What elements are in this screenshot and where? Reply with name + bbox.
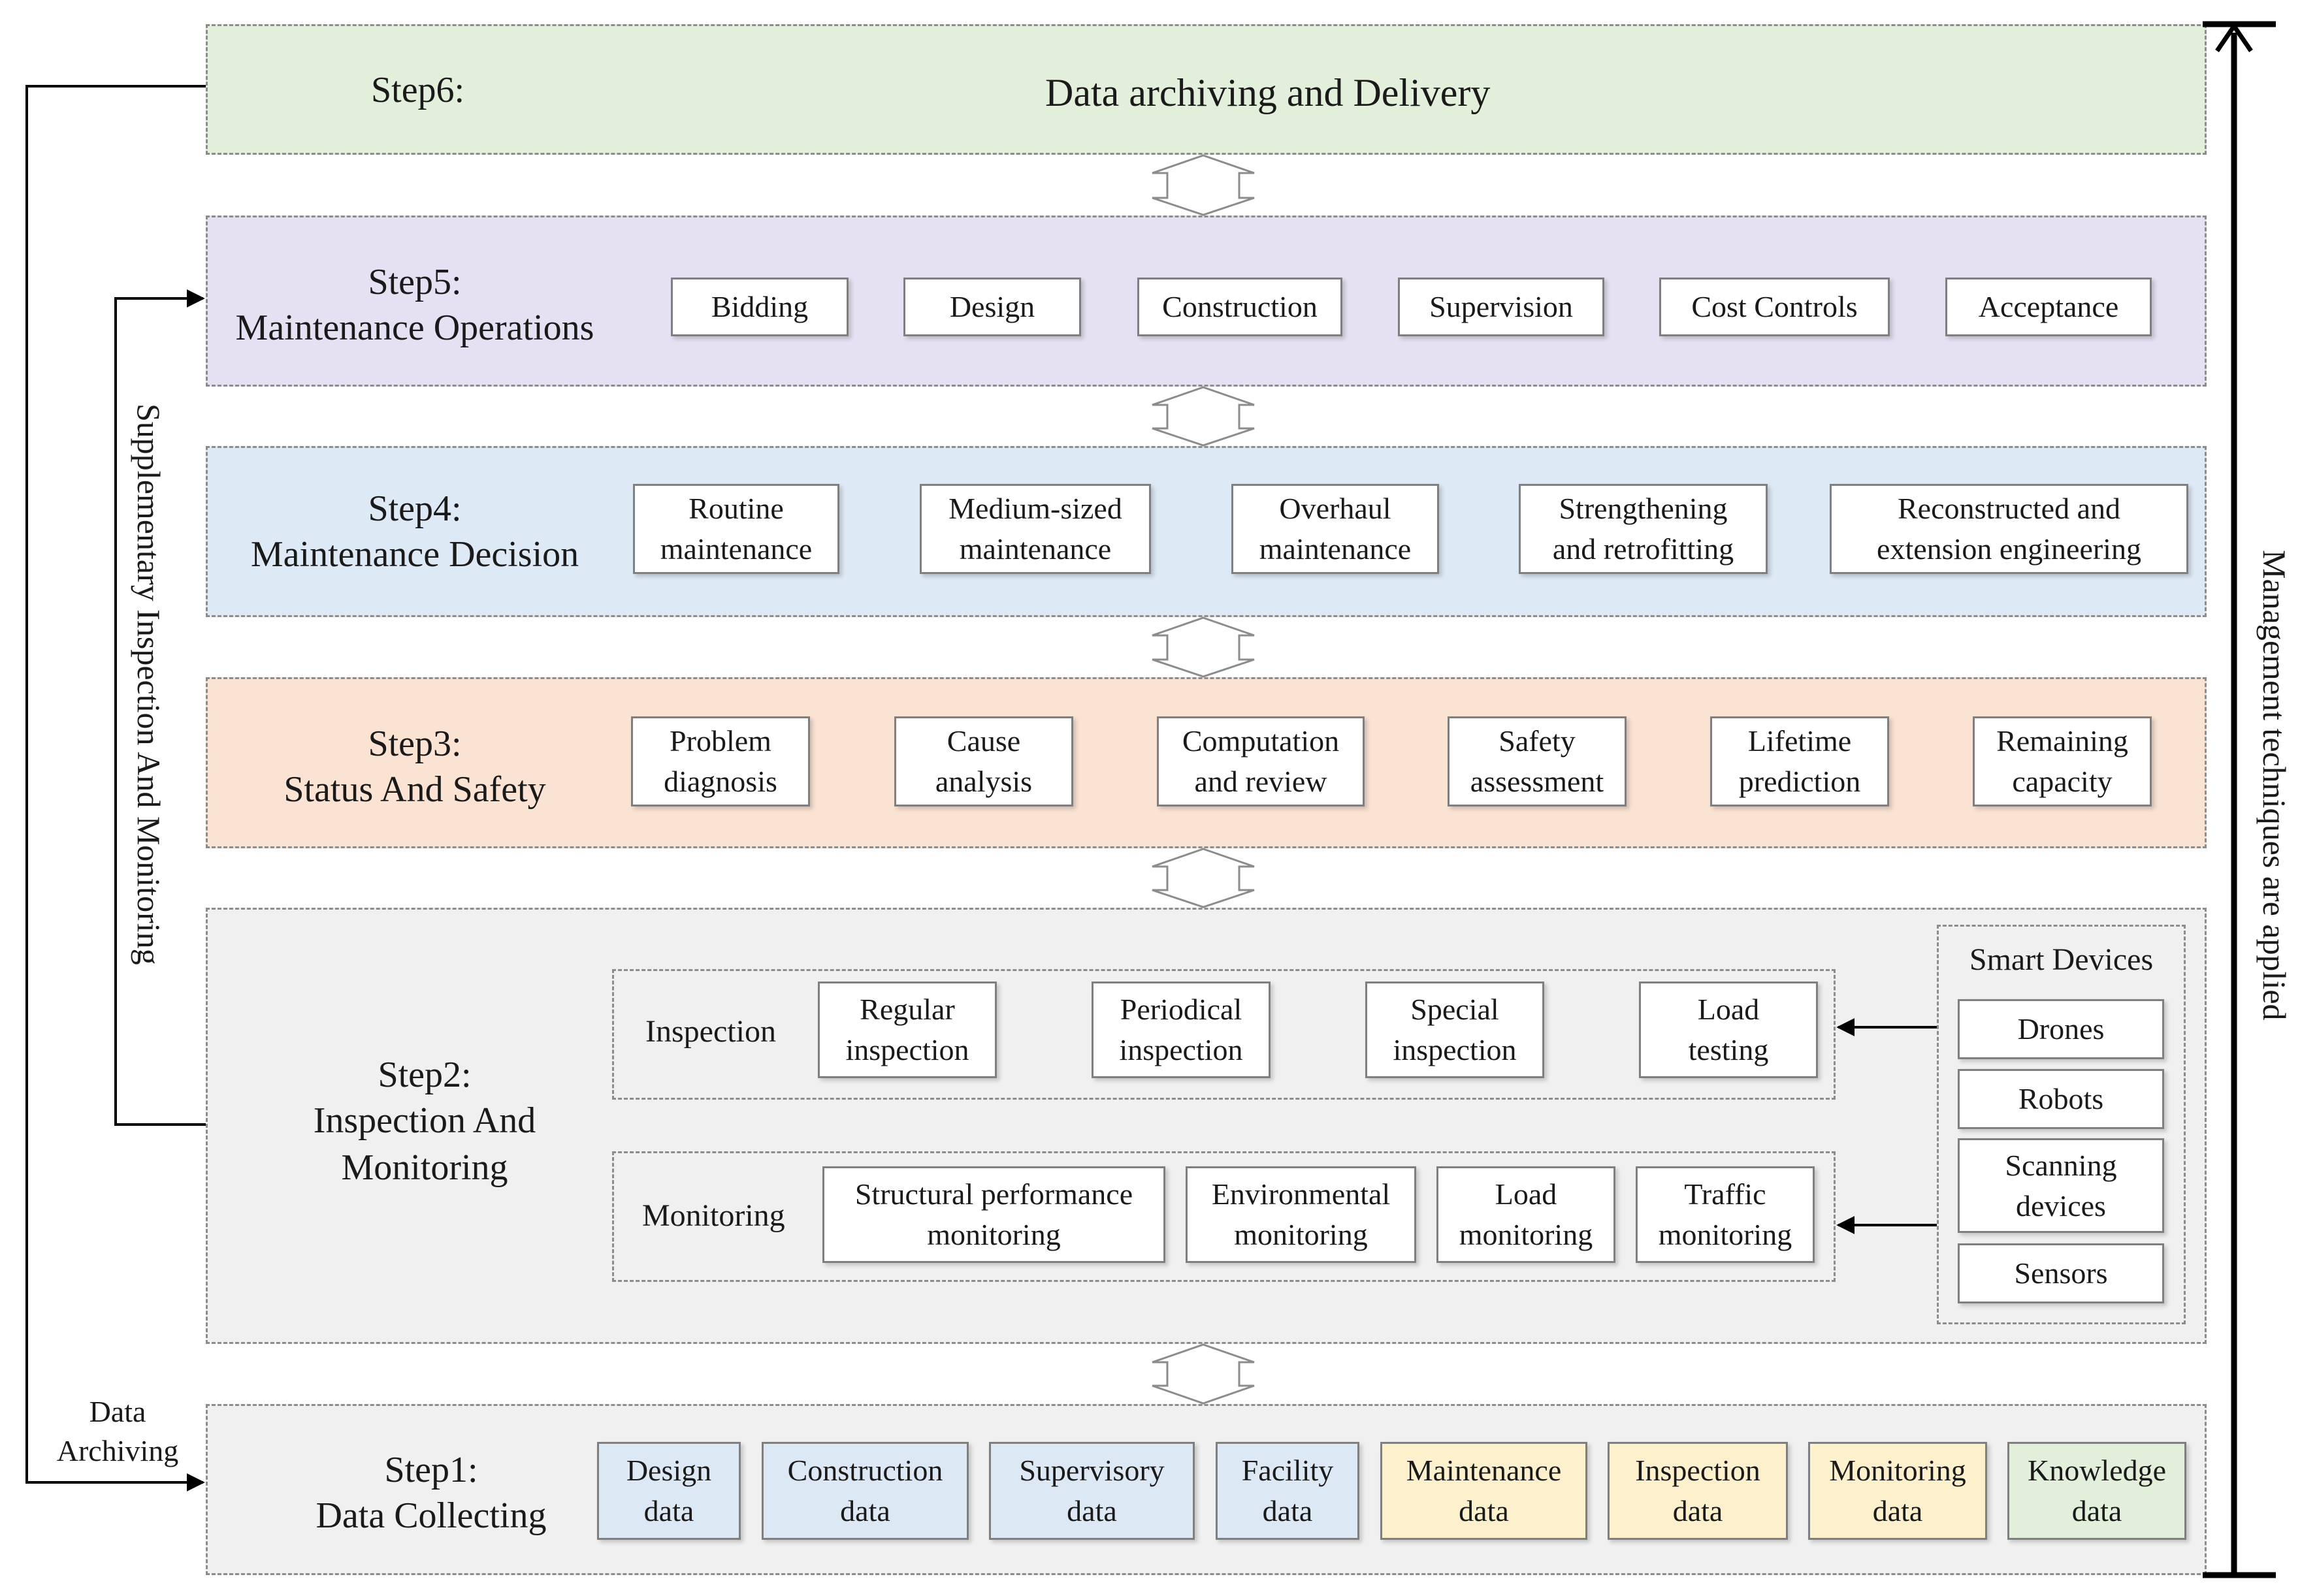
step5-label: Step5: bbox=[368, 262, 462, 302]
supplementary-loop-label: Supplementary Inspection And Monitoring bbox=[131, 404, 167, 965]
management-arrow-head bbox=[2215, 22, 2253, 52]
step6-label: Step6: bbox=[371, 70, 465, 110]
step1-item-monitoring: Monitoring data bbox=[1808, 1442, 1987, 1540]
step5-item-bidding: Bidding bbox=[671, 278, 849, 336]
monitoring-item-environmental: Environmental monitoring bbox=[1186, 1166, 1416, 1263]
step5-item-supervision: Supervision bbox=[1398, 278, 1604, 336]
step1-item-supervisory: Supervisory data bbox=[989, 1442, 1195, 1540]
double-arrow-6-5 bbox=[1152, 154, 1255, 216]
double-arrow-2-1 bbox=[1152, 1343, 1255, 1405]
inspection-group bbox=[612, 969, 1836, 1100]
step4-item-strengthening: Strengthening and retrofitting bbox=[1519, 484, 1768, 574]
data-archiving-loop-arrow bbox=[25, 85, 206, 1492]
inspection-item-periodical: Periodical inspection bbox=[1092, 982, 1271, 1078]
smart-device-sensors: Sensors bbox=[1958, 1243, 2164, 1303]
step1-item-maintenance: Maintenance data bbox=[1380, 1442, 1587, 1540]
data-archiving-label: Data Archiving bbox=[56, 1395, 179, 1467]
smart-devices-group bbox=[1937, 925, 2186, 1324]
monitoring-item-structural: Structural performance monitoring bbox=[822, 1166, 1165, 1263]
step1-item-knowledge: Knowledge data bbox=[2007, 1442, 2186, 1540]
step3-label: Step3: bbox=[368, 724, 462, 764]
step4-item-reconstructed: Reconstructed and extension engineering bbox=[1830, 484, 2188, 574]
supplementary-loop-arrow bbox=[114, 289, 206, 1126]
step4-item-routine: Routine maintenance bbox=[633, 484, 839, 574]
step3-item-lifetime: Lifetime prediction bbox=[1710, 716, 1889, 806]
step3-name: Status And Safety bbox=[284, 769, 546, 810]
step3-item-problem: Problem diagnosis bbox=[631, 716, 810, 806]
step3-item-computation: Computation and review bbox=[1157, 716, 1365, 806]
step1-name: Data Collecting bbox=[316, 1495, 547, 1536]
step2-label: Step2: bbox=[378, 1055, 472, 1095]
step1-label: Step1: bbox=[384, 1450, 478, 1490]
monitoring-group bbox=[612, 1151, 1836, 1282]
step1-item-construction: Construction data bbox=[762, 1442, 969, 1540]
smart-device-scanning: Scanning devices bbox=[1958, 1138, 2164, 1233]
step6-title: Data archiving and Delivery bbox=[1045, 71, 1491, 114]
inspection-item-load-testing: Load testing bbox=[1639, 982, 1818, 1078]
management-label: Management techniques are applied bbox=[2256, 550, 2293, 1021]
smart-devices-label: Smart Devices bbox=[1969, 942, 2154, 977]
double-arrow-5-4 bbox=[1152, 386, 1255, 447]
monitoring-label: Monitoring bbox=[642, 1198, 785, 1233]
step5-name: Maintenance Operations bbox=[235, 308, 594, 348]
inspection-item-special: Special inspection bbox=[1365, 982, 1544, 1078]
step6-band bbox=[206, 24, 2207, 155]
step3-item-safety: Safety assessment bbox=[1448, 716, 1627, 806]
inspection-label: Inspection bbox=[645, 1014, 776, 1049]
step5-item-design: Design bbox=[903, 278, 1081, 336]
step4-item-overhaul: Overhaul maintenance bbox=[1231, 484, 1439, 574]
step4-item-medium: Medium-sized maintenance bbox=[920, 484, 1151, 574]
double-arrow-4-3 bbox=[1152, 616, 1255, 678]
double-arrow-3-2 bbox=[1152, 848, 1255, 908]
inspection-item-regular: Regular inspection bbox=[818, 982, 997, 1078]
monitoring-item-load: Load monitoring bbox=[1436, 1166, 1615, 1263]
step1-item-facility: Facility data bbox=[1216, 1442, 1359, 1540]
step3-item-remaining: Remaining capacity bbox=[1973, 716, 2152, 806]
step4-name: Maintenance Decision bbox=[250, 534, 579, 575]
smart-device-drones: Drones bbox=[1958, 999, 2164, 1059]
smart-device-robots: Robots bbox=[1958, 1069, 2164, 1129]
monitoring-item-traffic: Traffic monitoring bbox=[1636, 1166, 1815, 1263]
step2-band bbox=[206, 908, 2207, 1344]
step1-band bbox=[206, 1404, 2207, 1575]
step5-item-acceptance: Acceptance bbox=[1945, 278, 2152, 336]
step4-label: Step4: bbox=[368, 488, 462, 529]
step1-item-inspection: Inspection data bbox=[1608, 1442, 1788, 1540]
step2-name: Inspection And Monitoring bbox=[313, 1100, 536, 1188]
step1-item-design: Design data bbox=[597, 1442, 741, 1540]
step5-item-cost-controls: Cost Controls bbox=[1659, 278, 1890, 336]
step5-item-construction: Construction bbox=[1137, 278, 1342, 336]
step3-item-cause: Cause analysis bbox=[894, 716, 1073, 806]
